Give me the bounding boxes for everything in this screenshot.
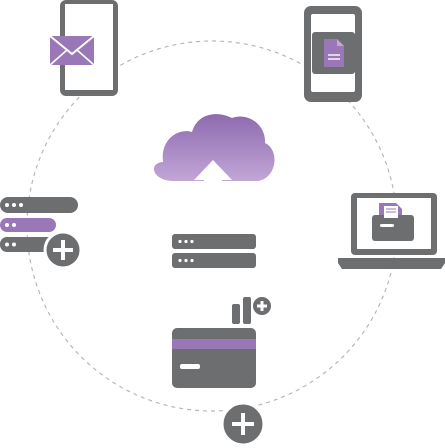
server-icon (172, 234, 256, 268)
smartphone-document-icon (304, 6, 362, 102)
secondary-mark-icon (232, 295, 273, 324)
smartphone-mail-icon (49, 0, 118, 96)
server-add-icon (0, 197, 83, 270)
laptop-folder-icon (338, 193, 445, 269)
credit-card-add-icon (172, 328, 266, 447)
cloud-upload-icon (153, 114, 275, 215)
